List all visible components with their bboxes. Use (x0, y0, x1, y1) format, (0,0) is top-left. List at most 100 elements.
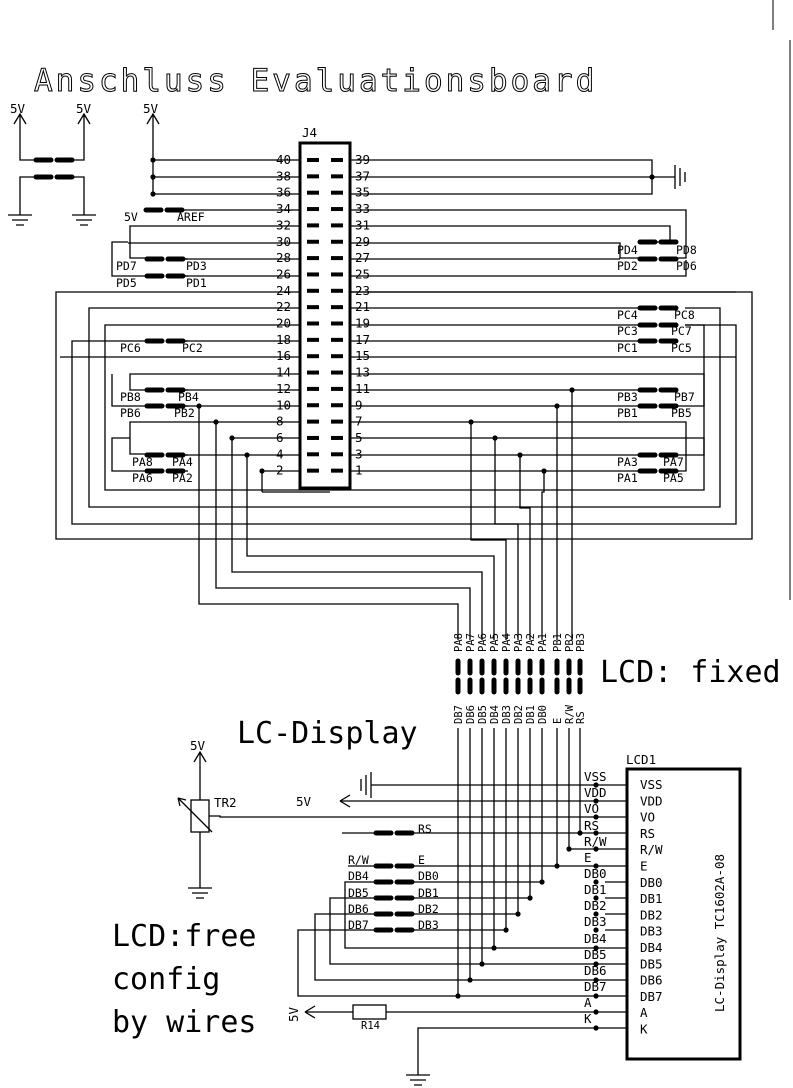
fixed-top-label: PB2 (564, 633, 576, 652)
lcd-pin-label: DB0 (640, 875, 663, 890)
j4-pin-number: 25 (355, 266, 370, 281)
j4-pin-number: 10 (276, 397, 291, 412)
aref-jumper-block: 5V 5V (8, 101, 96, 226)
j4-pin-number: 38 (276, 168, 291, 183)
lcd-wire-label: DB0 (584, 866, 607, 881)
jumper-label-pc8: PC8 (674, 308, 695, 322)
j4-pin-number: 34 (276, 201, 291, 216)
jumper-label-pa6: PA6 (132, 471, 153, 485)
j4-pin-number: 19 (355, 316, 370, 331)
jumper-label-pd4: PD4 (617, 243, 638, 257)
lcd-pin-label: R/W (640, 842, 663, 857)
jumper-label-pc1: PC1 (617, 341, 638, 355)
fixed-top-label: PA1 (537, 633, 549, 652)
jumper-label-pc6: PC6 (120, 341, 141, 355)
fixed-bottom-label: DB6 (465, 705, 477, 724)
right-routing (350, 209, 736, 472)
j4-pin-number: 13 (355, 365, 370, 380)
fixed-top-label: PA5 (489, 633, 501, 652)
junction (503, 927, 509, 933)
power-label-5v: 5V (143, 101, 159, 116)
fixed-bottom-label: DB2 (513, 705, 525, 724)
junction (593, 911, 599, 917)
fixed-top-label: PB3 (575, 633, 587, 652)
fixed-bottom-label: DB7 (453, 705, 465, 724)
j4-pin-number: 36 (276, 185, 291, 200)
resistor-label: R14 (361, 1020, 380, 1032)
jumper-label-pd8: PD8 (676, 243, 697, 257)
j4-pin-number: 22 (276, 299, 291, 314)
jumper-label-pa8: PA8 (132, 455, 153, 469)
free-config-line-3: by wires (112, 1005, 257, 1040)
tr2-5v-out-label: 5V (296, 794, 312, 809)
lcd-ref: LCD1 (626, 752, 656, 767)
fixed-bottom-label: R/W (564, 704, 576, 724)
free-jumper-db4: DB4 (348, 869, 369, 883)
jumper-label-pc5: PC5 (671, 341, 692, 355)
jumper-label-pd3: PD3 (186, 259, 207, 273)
jumper-label-pb5: PB5 (671, 406, 692, 420)
junction (593, 798, 599, 804)
free-config-line-2: config (112, 962, 220, 997)
free-jumper-e: E (418, 853, 425, 867)
lcd-pin-label: E (640, 859, 648, 874)
lcd-fixed-label: LCD: fixed (600, 655, 781, 690)
free-jumper-db7: DB7 (348, 918, 369, 932)
junction (593, 879, 599, 885)
jumper-label-pd6: PD6 (676, 259, 697, 273)
j4-pin-number: 15 (355, 348, 370, 363)
lcd-wire-label: DB6 (584, 963, 607, 978)
free-jumper-db6: DB6 (348, 902, 369, 916)
jumper-label-pb2: PB2 (174, 406, 195, 420)
fixed-top-label: PA2 (525, 633, 537, 652)
lcd-wire-label: VDD (584, 785, 607, 800)
lc-display-label: LC-Display (237, 716, 418, 751)
junction (593, 863, 599, 869)
lcd-pin-label: A (640, 1005, 648, 1020)
fixed-bottom-label: DB4 (489, 705, 501, 724)
aref-5v-label: 5V (124, 210, 138, 224)
j4-pin-number: 18 (276, 332, 291, 347)
lcd-wire-label: RS (584, 818, 599, 833)
j4-pin-number: 23 (355, 283, 370, 298)
junction (593, 1025, 599, 1031)
fixed-top-label: PB1 (552, 633, 564, 652)
j4-pin-number: 37 (355, 168, 370, 183)
lcd-pin-label: DB4 (640, 940, 663, 955)
junction (593, 927, 599, 933)
j4-pin-number: 29 (355, 234, 370, 249)
jumper-pairs (144, 239, 679, 474)
lcd-wire-label: A (584, 995, 592, 1010)
j4-pin-number: 1 (355, 463, 363, 478)
jumper-labels: PD7 PD3 PD5 PD1 PD4 PD8 PD2 PD6 PC6 PC2 … (116, 243, 697, 485)
lcd-wire-label: DB7 (584, 979, 607, 994)
jumper-label-pc7: PC7 (671, 324, 692, 338)
junction (593, 993, 599, 999)
j4-pin-number: 17 (355, 332, 370, 347)
j4-pin-number: 31 (355, 217, 370, 232)
jumper-label-pd2: PD2 (617, 259, 638, 273)
lcd-part-name: LC-Display TC1602A-08 (712, 854, 727, 1012)
jumper-label-pa2: PA2 (172, 471, 193, 485)
j4-pin-number: 20 (276, 316, 291, 331)
j4-pin-number: 2 (276, 463, 284, 478)
j4-pin-number: 12 (276, 381, 291, 396)
junction (593, 1009, 599, 1015)
lcd-wire-label: DB3 (584, 914, 607, 929)
j4-pin-number: 24 (276, 283, 291, 298)
jumper-label-pb4: PB4 (178, 390, 199, 404)
j4-pin-number: 4 (276, 446, 284, 461)
j4-pin-number: 27 (355, 250, 370, 265)
lcd-wire-label: DB1 (584, 882, 607, 897)
j4-pin-number: 30 (276, 234, 291, 249)
junction (539, 879, 545, 885)
backlight-circuit: 5V R14 (286, 1004, 605, 1086)
j4-pin-number: 26 (276, 266, 291, 281)
lcd-component: LCD1 LC-Display TC1602A-08 VSSVDDVORSR/W… (625, 752, 742, 1061)
jumper-label-pa4: PA4 (172, 455, 193, 469)
jumper-label-pb8: PB8 (120, 390, 141, 404)
lcd-wire-label: R/W (584, 834, 607, 849)
j4-pin-number: 28 (276, 250, 291, 265)
jumper-label-pa7: PA7 (663, 455, 684, 469)
